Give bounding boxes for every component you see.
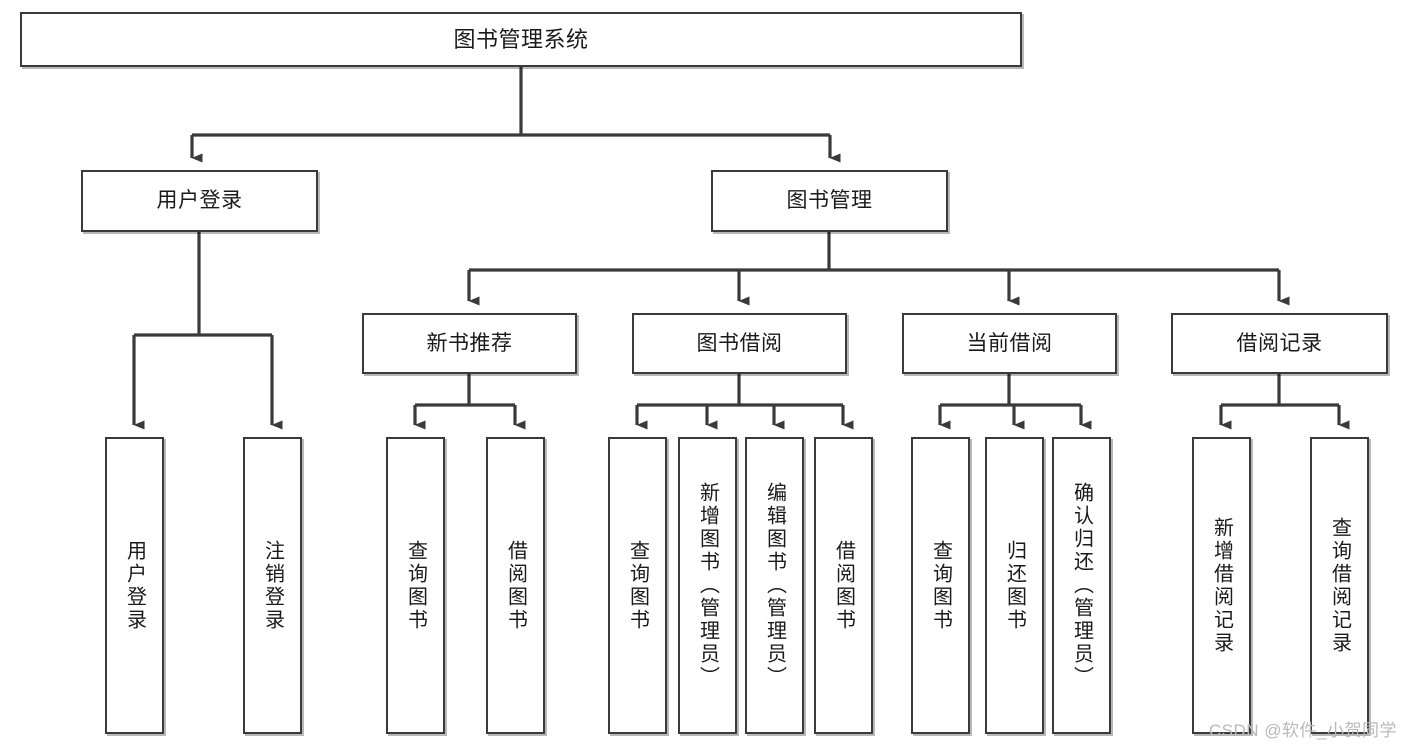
- node-leaf-borrow-book-2[interactable]: 借阅图书: [814, 437, 873, 734]
- node-leaf-user-logout-label: 注销登录: [261, 539, 284, 632]
- node-leaf-query-book-1-label: 查询图书: [404, 539, 427, 632]
- node-leaf-borrow-book-1-label: 借阅图书: [504, 539, 527, 632]
- node-leaf-return-book-label: 归还图书: [1003, 539, 1026, 632]
- node-book-manage-label: 图书管理: [786, 189, 873, 213]
- node-leaf-borrow-book-2-label: 借阅图书: [832, 539, 855, 632]
- node-leaf-query-book-3-label: 查询图书: [929, 539, 952, 632]
- node-leaf-confirm-return[interactable]: 确认归还（管理员）: [1052, 437, 1111, 734]
- node-user-login-label: 用户登录: [156, 189, 243, 213]
- node-leaf-edit-book-label: 编辑图书（管理员）: [763, 482, 786, 689]
- node-borrow-record-label: 借阅记录: [1236, 331, 1323, 355]
- node-new-book-rec[interactable]: 新书推荐: [362, 313, 577, 374]
- node-leaf-add-record-label: 新增借阅记录: [1210, 516, 1233, 655]
- node-leaf-user-login[interactable]: 用户登录: [105, 437, 164, 734]
- node-leaf-query-record[interactable]: 查询借阅记录: [1310, 437, 1369, 734]
- node-user-login[interactable]: 用户登录: [81, 170, 318, 232]
- node-leaf-edit-book[interactable]: 编辑图书（管理员）: [745, 437, 804, 734]
- node-leaf-query-book-3[interactable]: 查询图书: [911, 437, 970, 734]
- node-leaf-confirm-return-label: 确认归还（管理员）: [1070, 482, 1093, 689]
- node-root-label: 图书管理系统: [453, 26, 589, 52]
- node-book-borrow-label: 图书借阅: [696, 331, 783, 355]
- node-leaf-query-book-1[interactable]: 查询图书: [386, 437, 445, 734]
- node-leaf-add-record[interactable]: 新增借阅记录: [1192, 437, 1251, 734]
- node-leaf-return-book[interactable]: 归还图书: [985, 437, 1044, 734]
- node-leaf-add-book[interactable]: 新增图书（管理员）: [678, 437, 737, 734]
- node-leaf-user-login-label: 用户登录: [123, 539, 146, 632]
- connectors: [132, 67, 1350, 430]
- node-current-borrow[interactable]: 当前借阅: [902, 313, 1117, 374]
- node-new-book-rec-label: 新书推荐: [426, 331, 513, 355]
- node-leaf-query-book-2[interactable]: 查询图书: [608, 437, 667, 734]
- node-book-manage[interactable]: 图书管理: [711, 170, 948, 232]
- node-current-borrow-label: 当前借阅: [966, 331, 1053, 355]
- node-leaf-borrow-book-1[interactable]: 借阅图书: [486, 437, 545, 734]
- node-leaf-query-book-2-label: 查询图书: [626, 539, 649, 632]
- node-leaf-query-record-label: 查询借阅记录: [1328, 516, 1351, 655]
- node-leaf-user-logout[interactable]: 注销登录: [243, 437, 302, 734]
- node-leaf-add-book-label: 新增图书（管理员）: [696, 482, 719, 689]
- node-borrow-record[interactable]: 借阅记录: [1171, 313, 1388, 374]
- node-book-borrow[interactable]: 图书借阅: [632, 313, 847, 374]
- node-root[interactable]: 图书管理系统: [20, 12, 1022, 67]
